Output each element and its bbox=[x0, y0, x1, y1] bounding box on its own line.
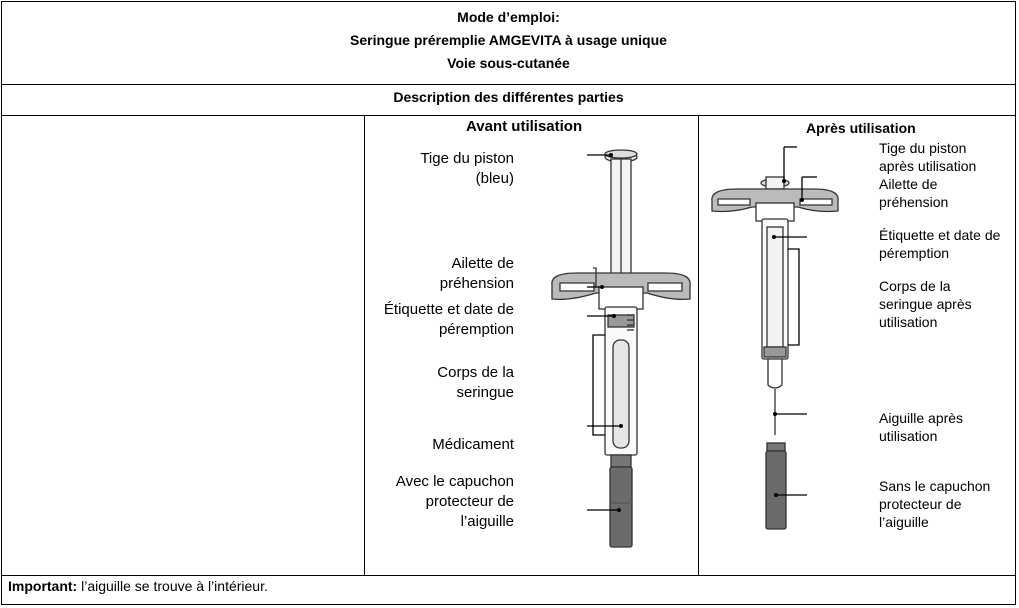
header-line-1: Mode d’emploi: bbox=[457, 9, 560, 25]
footer-cell: Important: l’aiguille se trouve à l’inté… bbox=[2, 575, 1015, 605]
column-divider-2 bbox=[698, 115, 699, 575]
syringe-illustrations bbox=[551, 146, 839, 548]
after-title: Après utilisation bbox=[806, 120, 916, 136]
before-label-medicine: Médicament bbox=[432, 436, 514, 453]
before-syringe bbox=[551, 149, 691, 548]
column-divider-1 bbox=[364, 115, 365, 575]
footer-text: l’aiguille se trouve à l’intérieur. bbox=[77, 578, 268, 594]
header-cell: Mode d’emploi: Seringue préremplie AMGEV… bbox=[2, 2, 1015, 85]
header-line-3: Voie sous-cutanée bbox=[447, 55, 570, 71]
description-title: Description des différentes parties bbox=[393, 89, 624, 105]
description-title-cell: Description des différentes parties bbox=[2, 84, 1015, 116]
header-line-2: Seringue préremplie AMGEVITA à usage uni… bbox=[350, 32, 667, 48]
diagram-row: Avant utilisation Tige du piston(bleu) A… bbox=[2, 115, 1015, 576]
after-syringe bbox=[711, 146, 839, 530]
before-title: Avant utilisation bbox=[466, 118, 583, 135]
before-label-plunger: Tige du piston(bleu) bbox=[420, 150, 514, 187]
footer-important: Important: bbox=[8, 578, 78, 594]
